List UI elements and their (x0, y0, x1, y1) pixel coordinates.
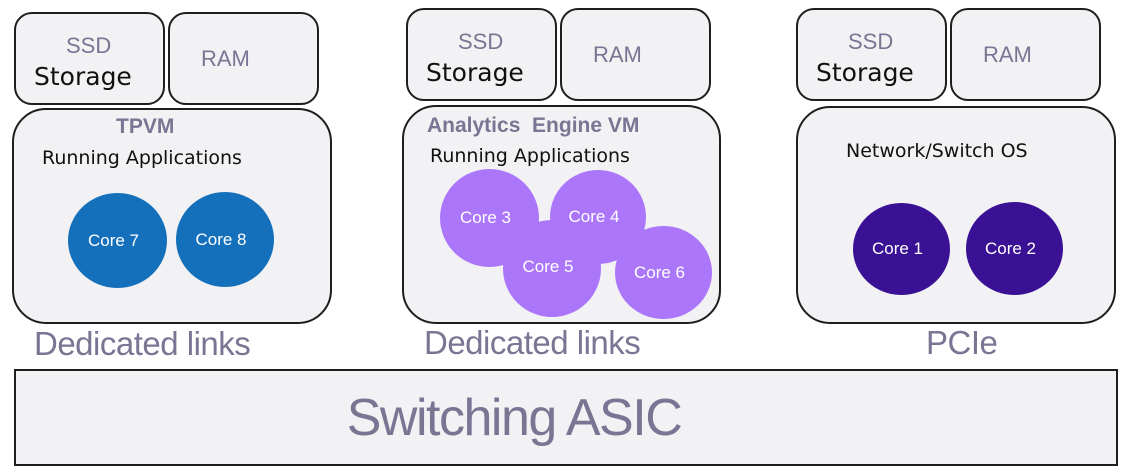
core-8: Core 8 (176, 192, 274, 287)
dedicated-links-label: Dedicated links (34, 325, 251, 362)
ram-label: RAM (593, 42, 642, 67)
ram-box (560, 8, 711, 101)
pcie-label: PCIe (926, 324, 998, 361)
core-2: Core 2 (966, 202, 1063, 295)
ssd-label: SSD (66, 33, 112, 58)
switching-asic-box: Switching ASIC (14, 369, 1118, 466)
dedicated-links-label: Dedicated links (424, 324, 641, 361)
vm-title: TPVM (116, 115, 175, 138)
ssd-label: SSD (848, 29, 894, 54)
core-label: Core 3 (459, 208, 512, 227)
ram-box (950, 8, 1101, 101)
storage-label: Storage (426, 58, 524, 87)
core-label: Core 1 (871, 239, 924, 258)
ssd-storage-box (796, 8, 947, 101)
storage-label: Storage (816, 58, 914, 87)
core-label: Core 2 (984, 238, 1037, 258)
ssd-storage-box (406, 8, 557, 101)
vm-title: Analytics Engine VM (427, 114, 640, 137)
ssd-label: SSD (458, 29, 504, 54)
core-label: Core 5 (522, 256, 574, 276)
ram-label: RAM (983, 42, 1032, 67)
vm-subtitle: Running Applications (42, 147, 242, 169)
core-label: Core 6 (633, 262, 686, 282)
core-5: Core 5 (503, 220, 601, 317)
ram-box (168, 12, 319, 105)
core-label: Core 4 (568, 207, 620, 226)
ssd-storage-box (14, 12, 165, 105)
tpvm-box (12, 108, 332, 324)
os-title: Network/Switch OS (846, 140, 1028, 162)
core-6: Core 6 (615, 226, 712, 319)
core-label: Core 7 (87, 230, 140, 250)
switching-asic-label: Switching ASIC (346, 388, 683, 447)
storage-label: Storage (34, 62, 132, 91)
vm-subtitle: Running Applications (430, 145, 630, 167)
core-1: Core 1 (853, 203, 950, 295)
network-os-box (796, 106, 1116, 324)
core-7: Core 7 (68, 193, 167, 288)
ram-label: RAM (201, 46, 250, 71)
core-label: Core 8 (195, 229, 247, 249)
